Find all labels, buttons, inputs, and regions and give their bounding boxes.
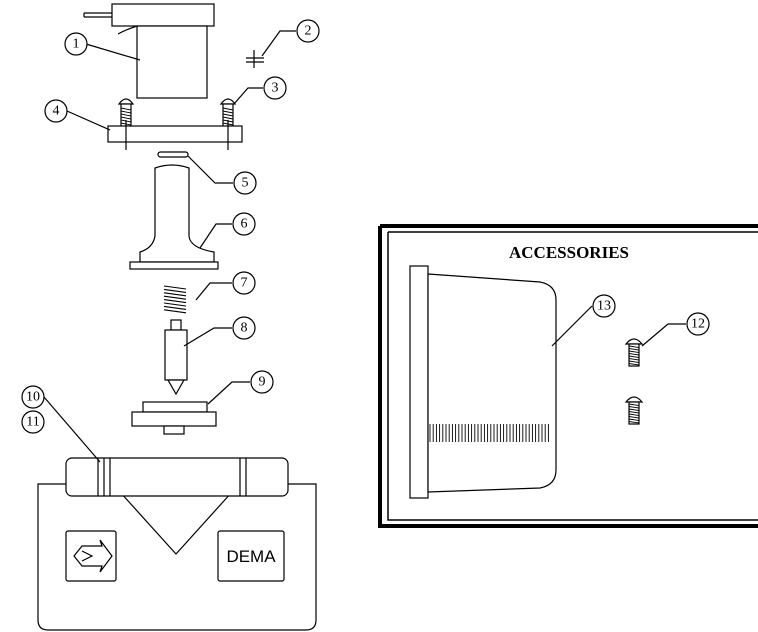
callout-4: 4 bbox=[44, 99, 68, 123]
svg-text:13: 13 bbox=[597, 299, 611, 314]
callout-7: 7 bbox=[232, 271, 256, 295]
callout-10: 10 bbox=[21, 385, 45, 409]
callout-12: 12 bbox=[686, 312, 710, 336]
part-plunger-tube bbox=[129, 164, 219, 270]
callout-1: 1 bbox=[64, 32, 88, 56]
callout-8: 8 bbox=[232, 316, 256, 340]
callout-5: 5 bbox=[233, 171, 257, 195]
part-accessory-screws bbox=[624, 338, 644, 425]
leader-lines bbox=[43, 30, 686, 463]
accessories-heading: ACCESSORIES bbox=[509, 243, 629, 262]
part-plunger bbox=[164, 319, 188, 396]
svg-text:11: 11 bbox=[26, 415, 39, 430]
svg-text:4: 4 bbox=[53, 104, 60, 119]
svg-text:7: 7 bbox=[241, 276, 248, 291]
part-valve-seat bbox=[131, 401, 217, 435]
accessories-panel: ACCESSORIES bbox=[378, 224, 758, 528]
brand-label: DEMA bbox=[226, 547, 276, 566]
callouts: 1 2 3 4 5 6 7 8 9 10 11 12 13 bbox=[21, 19, 710, 434]
part-pin bbox=[246, 50, 264, 68]
part-spring bbox=[163, 285, 187, 314]
svg-text:12: 12 bbox=[691, 317, 705, 332]
callout-2: 2 bbox=[296, 19, 320, 43]
callout-13: 13 bbox=[592, 294, 616, 318]
part-solenoid-coil bbox=[83, 3, 215, 99]
part-valve-body: DEMA bbox=[37, 457, 317, 631]
callout-9: 9 bbox=[250, 370, 274, 394]
callout-11: 11 bbox=[21, 410, 45, 434]
svg-text:3: 3 bbox=[272, 81, 279, 96]
svg-text:8: 8 bbox=[241, 321, 248, 336]
svg-text:9: 9 bbox=[259, 375, 266, 390]
svg-text:2: 2 bbox=[305, 24, 312, 39]
svg-text:5: 5 bbox=[242, 176, 249, 191]
svg-text:6: 6 bbox=[241, 217, 248, 232]
svg-text:1: 1 bbox=[73, 37, 80, 52]
part-flange-plate bbox=[107, 120, 243, 150]
arrow-icon bbox=[73, 539, 113, 573]
svg-text:10: 10 bbox=[26, 390, 40, 405]
callout-3: 3 bbox=[263, 76, 287, 100]
part-o-ring bbox=[157, 151, 189, 158]
callout-6: 6 bbox=[232, 212, 256, 236]
part-strainer bbox=[409, 265, 557, 499]
